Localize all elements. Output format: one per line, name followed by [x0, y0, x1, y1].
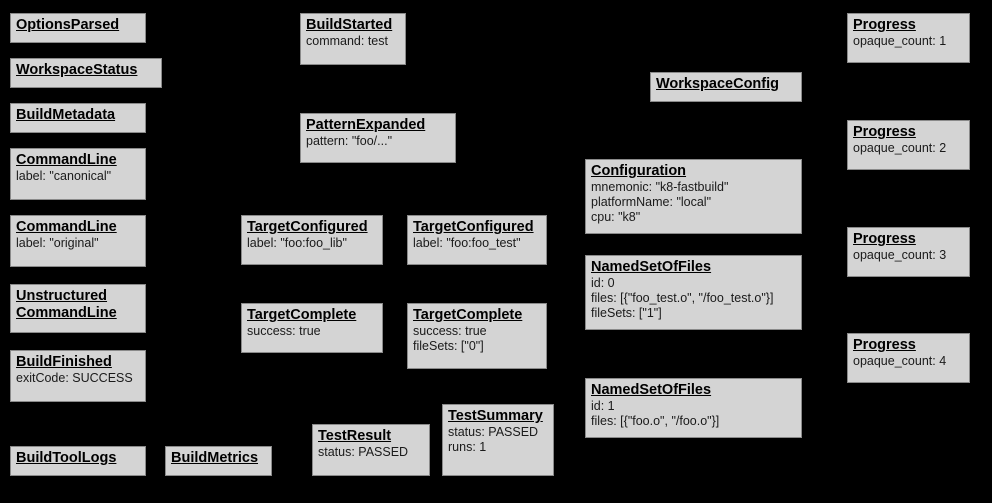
node-field: files: [{"foo_test.o", "/foo_test.o"}] — [591, 291, 774, 305]
node-field: runs: 1 — [448, 440, 487, 454]
node-field: files: [{"foo.o", "/foo.o"}] — [591, 414, 720, 428]
node-title: TargetComplete — [413, 307, 523, 323]
node-field: status: PASSED — [448, 425, 539, 439]
node-build-tool-logs[interactable]: BuildToolLogs — [10, 446, 146, 476]
node-title: Unstructured CommandLine — [16, 288, 117, 321]
node-title: NamedSetOfFiles — [591, 259, 712, 275]
node-title: TargetConfigured — [413, 219, 534, 235]
node-title: WorkspaceConfig — [656, 76, 780, 92]
node-field: id: 0 — [591, 276, 615, 290]
node-title: TestResult — [318, 428, 392, 444]
node-field: opaque_count: 3 — [853, 248, 947, 262]
node-field: label: "foo:foo_lib" — [247, 236, 347, 250]
node-title: TestSummary — [448, 408, 543, 424]
node-field: exitCode: SUCCESS — [16, 371, 133, 385]
node-title: Configuration — [591, 163, 687, 179]
node-title: TargetConfigured — [247, 219, 368, 235]
node-title: Progress — [853, 337, 916, 353]
node-build-metadata[interactable]: BuildMetadata — [10, 103, 146, 133]
node-field: opaque_count: 1 — [853, 34, 947, 48]
node-field: platformName: "local" — [591, 195, 712, 209]
node-field: status: PASSED — [318, 445, 409, 459]
node-title: BuildStarted — [306, 17, 393, 33]
node-field: label: "original" — [16, 236, 99, 250]
node-field: cpu: "k8" — [591, 210, 641, 224]
node-title: CommandLine — [16, 152, 117, 168]
node-title: PatternExpanded — [306, 117, 426, 133]
node-field: fileSets: ["1"] — [591, 306, 662, 320]
node-field: label: "foo:foo_test" — [413, 236, 521, 250]
node-title: OptionsParsed — [16, 17, 120, 33]
node-title: WorkspaceStatus — [16, 62, 138, 78]
node-title: Progress — [853, 17, 916, 33]
node-field: mnemonic: "k8-fastbuild" — [591, 180, 729, 194]
node-field: success: true — [413, 324, 487, 338]
node-build-metrics[interactable]: BuildMetrics — [165, 446, 272, 476]
node-title: Progress — [853, 124, 916, 140]
node-options-parsed[interactable]: OptionsParsed — [10, 13, 146, 43]
node-field: pattern: "foo/..." — [306, 134, 393, 148]
node-field: id: 1 — [591, 399, 615, 413]
node-title: Progress — [853, 231, 916, 247]
node-title: TargetComplete — [247, 307, 357, 323]
node-title: NamedSetOfFiles — [591, 382, 712, 398]
node-field: opaque_count: 4 — [853, 354, 947, 368]
node-unstructured-command-line[interactable]: Unstructured CommandLine — [10, 284, 146, 333]
node-field: fileSets: ["0"] — [413, 339, 484, 353]
node-title: BuildMetadata — [16, 107, 116, 123]
node-title: BuildToolLogs — [16, 450, 117, 466]
node-workspace-status[interactable]: WorkspaceStatus — [10, 58, 162, 88]
node-field: label: "canonical" — [16, 169, 112, 183]
node-title: CommandLine — [16, 219, 117, 235]
node-title: BuildMetrics — [171, 450, 259, 466]
node-field: success: true — [247, 324, 321, 338]
node-field: opaque_count: 2 — [853, 141, 947, 155]
node-title: BuildFinished — [16, 354, 112, 370]
node-field: command: test — [306, 34, 388, 48]
node-workspace-config[interactable]: WorkspaceConfig — [650, 72, 802, 102]
